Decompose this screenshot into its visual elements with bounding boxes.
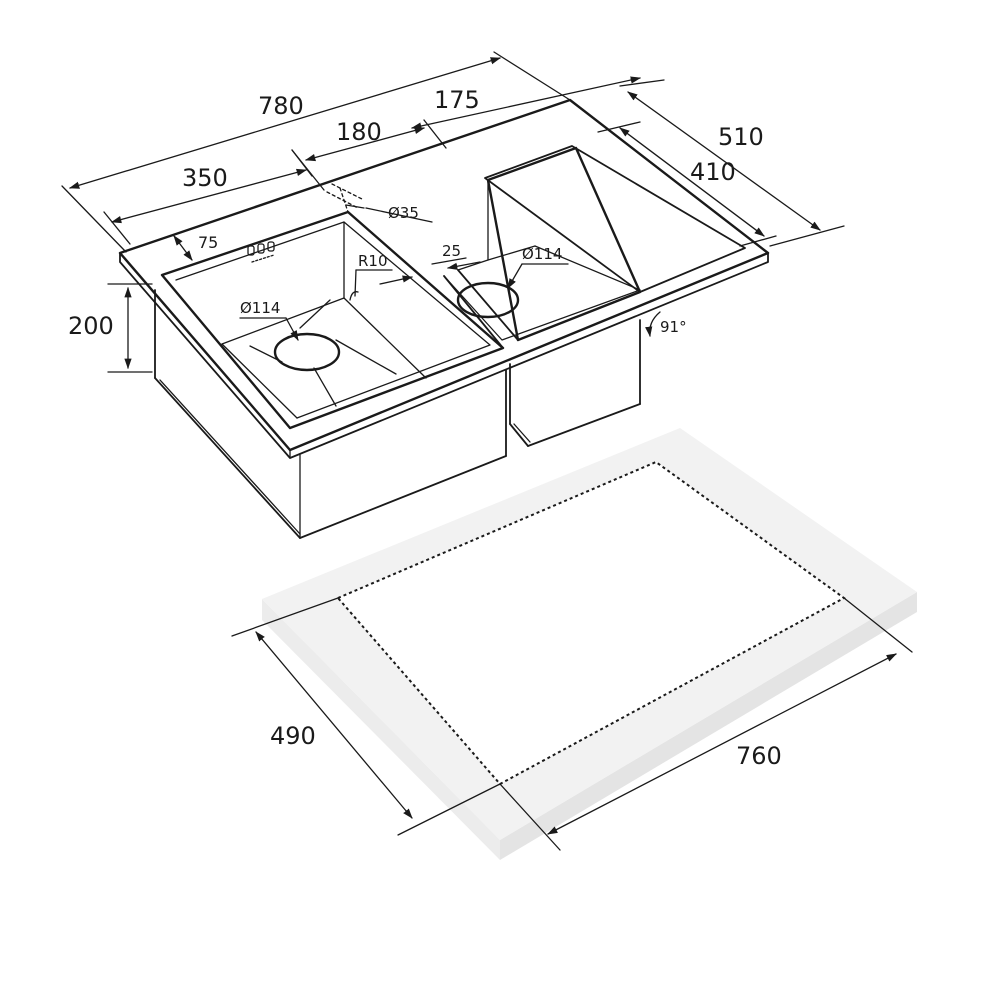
cutout-depth-dimension: 490 [231, 597, 501, 836]
edge-offset-label: 75 [198, 233, 218, 252]
overall-length-label: 780 [258, 92, 304, 120]
right-bowl-body [509, 319, 641, 447]
left-drain [273, 332, 341, 372]
inner-depth-dimension: 410 [597, 121, 777, 247]
right-drain-callout: Ø114 [507, 245, 569, 289]
sink [118, 98, 770, 539]
bowl-divider [443, 269, 519, 349]
corner-radius-label: R10 [358, 252, 388, 270]
sink-rim [118, 98, 770, 452]
center-spacing-label: 180 [336, 118, 382, 146]
right-drain [456, 281, 520, 319]
cutout-depth-label: 490 [270, 722, 316, 750]
divider-width-label: 25 [442, 242, 461, 260]
left-bowl-width-dimension: 350 [103, 149, 325, 245]
right-drain-label: Ø114 [522, 245, 562, 263]
corner-radius-callout: R10 [349, 252, 393, 301]
right-offset-dimension: 175 [410, 76, 642, 149]
left-drain-callout: Ø114 [239, 299, 299, 341]
cutout-length-label: 760 [736, 742, 782, 770]
cutout-length-dimension: 760 [499, 597, 913, 851]
overflow-callout: Ø35 [345, 204, 433, 223]
bowl-height-dimension: 200 [68, 283, 153, 373]
countertop-top-face [262, 428, 917, 840]
edge-offset-dimension: 75 [173, 233, 218, 261]
center-spacing-dimension: 180 [291, 118, 426, 177]
wall-angle-callout: 91° [645, 311, 687, 338]
left-bowl-width-label: 350 [182, 164, 228, 192]
wall-angle-label: 91° [660, 318, 687, 336]
overflow-diameter-label: Ø35 [388, 204, 419, 222]
left-bowl-body [154, 289, 507, 539]
countertop-side-right [500, 592, 917, 860]
right-offset-label: 175 [434, 86, 480, 114]
left-drain-label: Ø114 [240, 299, 280, 317]
countertop [262, 428, 917, 860]
overflow-slot [326, 183, 365, 213]
right-bowl-recess [484, 145, 746, 293]
control-buttons [247, 241, 275, 263]
bowl-height-label: 200 [68, 312, 114, 340]
overall-depth-label: 510 [718, 123, 764, 151]
divider-width-dimension: 25 [379, 242, 481, 285]
inner-depth-label: 410 [690, 158, 736, 186]
